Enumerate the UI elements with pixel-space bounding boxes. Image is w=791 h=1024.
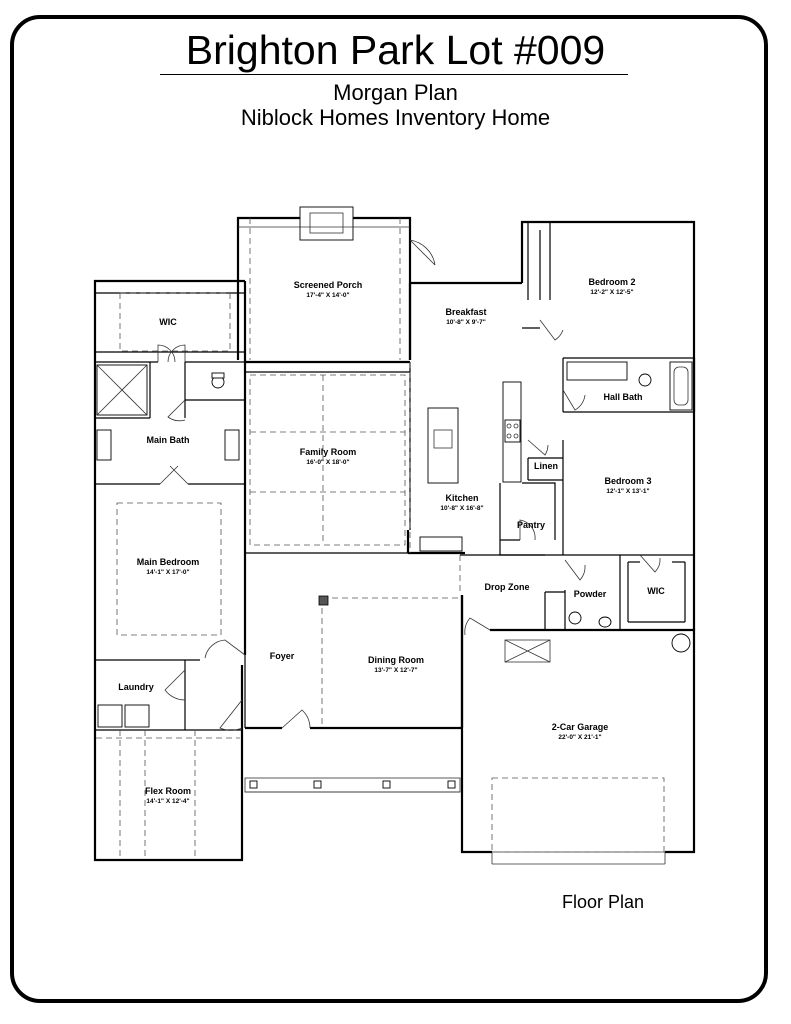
dining-room-label: Dining Room [368, 655, 424, 665]
bathtub [669, 361, 693, 411]
breakfast-dims: 10'-8" X 9'-7" [446, 319, 486, 326]
foyer-label: Foyer [270, 651, 295, 661]
family-room-label: Family Room [300, 447, 357, 457]
garage-label: 2-Car Garage [552, 722, 609, 732]
powder-label: Powder [574, 589, 607, 599]
title-underline [160, 74, 628, 75]
wic-bed3-label: WIC [647, 586, 665, 596]
bedroom2-label: Bedroom 2 [588, 277, 635, 287]
plan-name: Morgan Plan [333, 80, 458, 105]
walls [93, 206, 696, 865]
ceiling-lines [96, 218, 461, 858]
room-labels: Screened Porch 17'-4" X 14'-0" WIC Break… [118, 277, 665, 805]
kitchen-dims: 10'-8" X 16'-8" [440, 505, 483, 512]
flex-room-label: Flex Room [145, 786, 191, 796]
page-title: Brighton Park Lot #009 [185, 27, 606, 73]
bedroom3-dims: 12'-1" X 13'-1" [606, 488, 649, 495]
garage-dims: 22'-0" X 21'-1" [558, 734, 601, 741]
family-room-dims: 16'-0" X 18'-0" [306, 459, 349, 466]
laundry-label: Laundry [118, 682, 154, 692]
doors [157, 319, 661, 731]
floor-plan-label: Floor Plan [562, 892, 645, 912]
range [504, 419, 521, 443]
main-bedroom-dims: 14'-1" X 17'-0" [146, 569, 189, 576]
builder-line: Niblock Homes Inventory Home [240, 105, 551, 130]
main-bedroom-label: Main Bedroom [137, 557, 200, 567]
water-heater [671, 633, 691, 653]
flex-room-dims: 14'-1" X 12'-4" [146, 798, 189, 805]
screened-porch-label: Screened Porch [294, 280, 363, 290]
kitchen-label: Kitchen [445, 493, 478, 503]
kitchen-island [427, 407, 459, 484]
hall-bath-label: Hall Bath [603, 392, 642, 402]
main-bath-label: Main Bath [146, 435, 189, 445]
dining-room-dims: 13'-7" X 12'-7" [374, 667, 417, 674]
fixtures [96, 361, 693, 728]
drop-zone-label: Drop Zone [485, 582, 530, 592]
linen-label: Linen [534, 461, 558, 471]
breakfast-label: Breakfast [445, 307, 486, 317]
pantry-label: Pantry [517, 520, 545, 530]
fireplace [299, 206, 354, 241]
screened-porch-dims: 17'-4" X 14'-0" [306, 292, 349, 299]
bedroom3-label: Bedroom 3 [604, 476, 651, 486]
page-frame [10, 15, 768, 1003]
bedroom2-dims: 12'-2" X 12'-5" [590, 289, 633, 296]
wic-main-label: WIC [159, 317, 177, 327]
